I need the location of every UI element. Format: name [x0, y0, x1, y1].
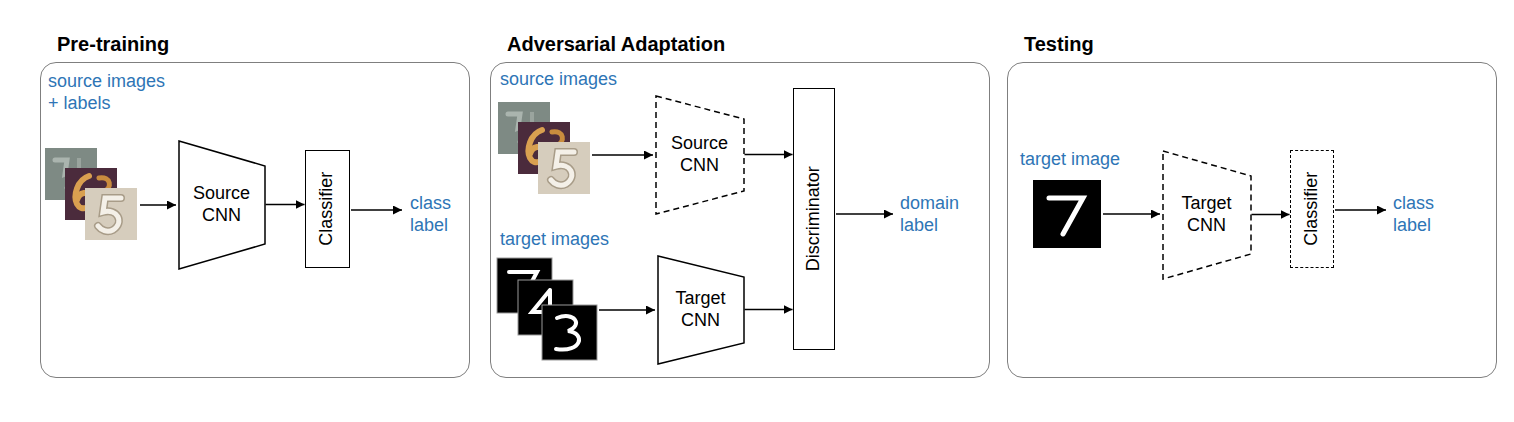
io-label: target image [1020, 148, 1120, 170]
digit-stroke [1049, 198, 1083, 234]
panel-heading: Adversarial Adaptation [507, 32, 725, 56]
node-label: Target CNN [667, 288, 735, 331]
io-label: class label [1393, 192, 1448, 236]
mnist-image [542, 305, 597, 360]
flow-connector [745, 154, 793, 156]
node-label: Classifier [316, 171, 338, 245]
node-label: Source CNN [188, 183, 256, 226]
trapezoid-shape [1163, 151, 1251, 279]
cnn-encoder: Source CNN [178, 140, 266, 270]
io-label: source images [500, 68, 617, 90]
trapezoid-shape [658, 256, 744, 364]
cnn-encoder: Target CNN [657, 255, 745, 365]
classifier-box: Classifier [305, 150, 350, 268]
discriminator-box: Discriminator [793, 88, 835, 350]
flow-connector [745, 309, 793, 311]
source-image-stack [498, 102, 590, 194]
io-label: domain label [900, 192, 970, 236]
input-arrow [140, 204, 176, 206]
classifier-box: Classifier [1290, 150, 1334, 268]
io-label: target images [500, 228, 609, 250]
node-label: Discriminator [803, 166, 825, 271]
node-label: Target CNN [1172, 193, 1242, 236]
input-arrow [592, 154, 653, 156]
input-arrow [1103, 213, 1160, 215]
digit-stroke [556, 316, 579, 349]
panel-heading: Pre-training [57, 32, 169, 56]
io-label: source images + labels [48, 70, 170, 114]
flow-connector [1252, 214, 1290, 216]
trapezoid-shape [656, 96, 744, 214]
output-arrow [1335, 209, 1386, 211]
panel-heading: Testing [1024, 32, 1094, 56]
image-ground [1033, 180, 1101, 248]
node-label: Source CNN [665, 133, 735, 176]
source-image-stack [45, 148, 137, 240]
input-arrow [599, 309, 655, 311]
cnn-encoder: Source CNN [655, 95, 745, 215]
image-ground [542, 305, 597, 360]
trapezoid-shape [179, 141, 265, 269]
flow-connector [266, 204, 305, 206]
target-image-stack [497, 258, 597, 360]
cnn-encoder: Target CNN [1162, 150, 1252, 280]
node-label: Classifier [1301, 171, 1323, 245]
target-image [1033, 180, 1101, 248]
io-label: class label [410, 192, 465, 236]
output-arrow [836, 213, 893, 215]
output-arrow [351, 209, 402, 211]
